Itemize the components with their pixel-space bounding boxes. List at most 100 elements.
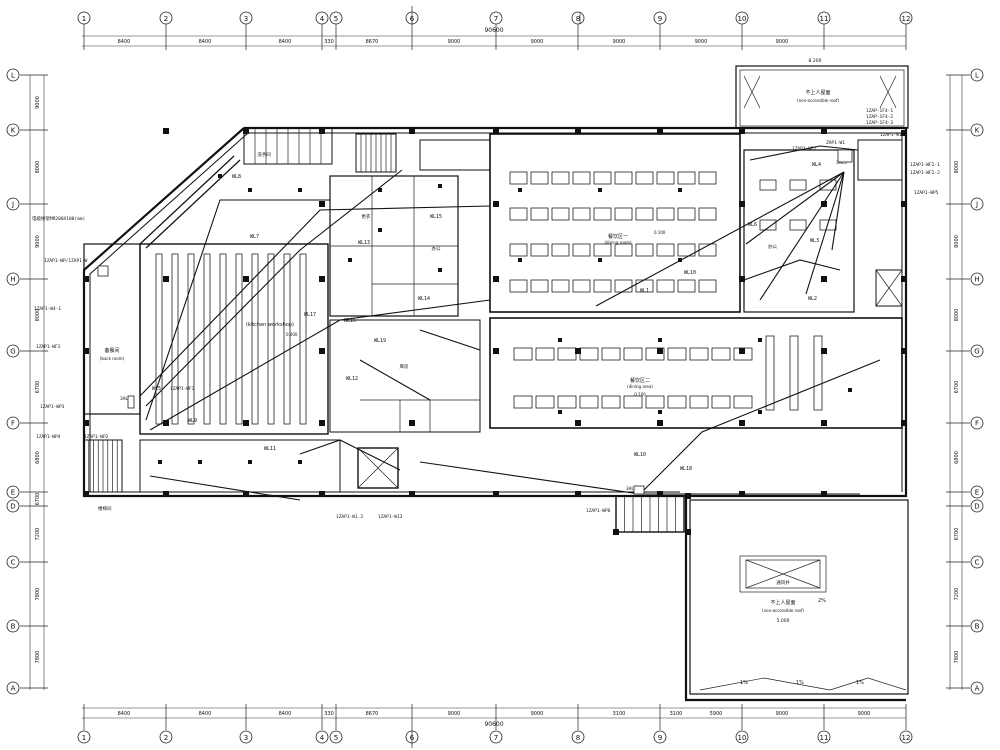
column xyxy=(493,348,499,354)
column xyxy=(243,491,249,497)
grid-axis-label-bottom: 2 xyxy=(164,734,168,742)
column xyxy=(821,348,827,354)
span-label-bottom: 3100 xyxy=(670,711,683,717)
circuit-label-wl10: WL10 xyxy=(684,270,696,276)
roof-bottom-label-en: (non-accessible roof) xyxy=(762,608,804,613)
grid-axis-label-bottom: 10 xyxy=(738,734,747,742)
fixture-dot xyxy=(218,174,222,178)
grid-axis-label-right: D xyxy=(974,503,979,511)
span-label-right: 6700 xyxy=(954,528,960,541)
grid-bubble-left xyxy=(6,272,20,286)
fixture-dot xyxy=(558,338,562,342)
light-fixture xyxy=(698,171,717,185)
grid-axis-label-top: 11 xyxy=(820,15,829,23)
span-label-top: 8670 xyxy=(366,39,379,45)
grid-axis-label-right: E xyxy=(975,489,979,497)
column xyxy=(685,529,691,535)
light-fixture xyxy=(667,347,687,361)
circuit-label-wl13: WL13 xyxy=(358,240,370,246)
span-label-top: 9000 xyxy=(776,39,789,45)
roof-top-level: 8.200 xyxy=(809,58,822,64)
fixture-dot xyxy=(438,184,442,188)
column xyxy=(821,201,827,207)
fixture-dot xyxy=(848,388,852,392)
grid-axis-label-left: E xyxy=(11,489,15,497)
changing-label: 更衣 xyxy=(362,213,371,220)
light-fixture xyxy=(509,243,528,257)
strip-light xyxy=(765,335,775,411)
column xyxy=(739,276,745,282)
light-fixture xyxy=(656,171,675,185)
grid-axis-label-top: 5 xyxy=(334,15,338,23)
column xyxy=(319,128,325,134)
panel-label-p14: 1ZAP-1F4-3 xyxy=(866,120,893,126)
grid-bubble-right xyxy=(970,499,984,513)
vent-shaft-label: 通风井 xyxy=(776,579,790,586)
strip-light xyxy=(155,253,163,425)
light-fixture xyxy=(535,395,555,409)
column xyxy=(575,491,581,497)
panel-box-3al3 xyxy=(837,149,853,163)
fixture-dot xyxy=(298,460,302,464)
light-fixture xyxy=(677,279,696,293)
grid-bubble-right xyxy=(970,344,984,358)
light-fixture xyxy=(572,207,591,221)
light-fixture xyxy=(645,395,665,409)
panel-label-p7: 1ZAP1-W1.2 xyxy=(336,514,363,520)
column xyxy=(657,420,663,426)
grid-bubble-left xyxy=(6,123,20,137)
grid-axis-label-top: 9 xyxy=(658,15,662,23)
light-fixture xyxy=(530,207,549,221)
circuit-label-wl5: WL5 xyxy=(152,386,161,392)
dining-room-1-label: 餐饮区一 xyxy=(608,233,628,240)
grid-axis-label-top: 7 xyxy=(494,15,498,23)
span-label-bottom: 8400 xyxy=(279,711,292,717)
span-label-top: 8400 xyxy=(199,39,212,45)
column xyxy=(821,128,827,134)
panel-box-3al1 xyxy=(127,395,135,409)
dining-area-2-label: 餐饮区二 xyxy=(630,377,650,384)
span-label-bottom: 8400 xyxy=(118,711,131,717)
grid-axis-label-right: F xyxy=(975,420,979,428)
stair-label: 楼梯间 xyxy=(98,505,112,512)
grid-bubble-bottom xyxy=(571,730,585,744)
grid-axis-label-right: L xyxy=(975,72,979,80)
grid-bubble-bottom xyxy=(817,730,831,744)
light-fixture xyxy=(711,347,731,361)
circuit-wiring xyxy=(139,145,881,501)
span-label-left: 9000 xyxy=(35,96,41,109)
grid-bubble-right xyxy=(970,68,984,82)
column xyxy=(901,276,907,282)
span-label-left: 8000 xyxy=(35,309,41,322)
grid-bubble-left xyxy=(6,619,20,633)
column xyxy=(493,201,499,207)
fixture-dot xyxy=(298,188,302,192)
grid-bubble-bottom xyxy=(735,730,749,744)
panel-label-p2: 1ZAP1-WF1 xyxy=(36,344,61,350)
panel-label-p5: 1ZAP1-W1 xyxy=(880,132,902,138)
light-fixture xyxy=(635,171,654,185)
circuit-label-wl6: WL6 xyxy=(748,222,757,228)
panel-label-p21: 1ZAP1-WF2-1 xyxy=(910,162,940,168)
panel-label-p17: 1ZAP1-WP4 xyxy=(36,434,61,440)
column xyxy=(243,276,249,282)
fixture-dot xyxy=(518,188,522,192)
grid-axis-label-bottom: 12 xyxy=(902,734,911,742)
grid-axis-label-top: 10 xyxy=(738,15,747,23)
light-fixture xyxy=(689,395,709,409)
grid-axis-label-left: L xyxy=(11,72,15,80)
light-fixture xyxy=(677,171,696,185)
grid-bubble-right xyxy=(970,123,984,137)
column xyxy=(901,420,907,426)
light-fixture xyxy=(513,395,533,409)
span-label-left: 6800 xyxy=(35,451,41,464)
light-fixtures xyxy=(155,171,852,464)
strip-light xyxy=(789,335,799,411)
span-label-right: 6800 xyxy=(954,451,960,464)
panel-label-al2: 3AL2 xyxy=(626,486,637,492)
fixture-dot xyxy=(158,460,162,464)
column xyxy=(685,493,691,499)
grid-axis-label-top: 12 xyxy=(902,15,911,23)
